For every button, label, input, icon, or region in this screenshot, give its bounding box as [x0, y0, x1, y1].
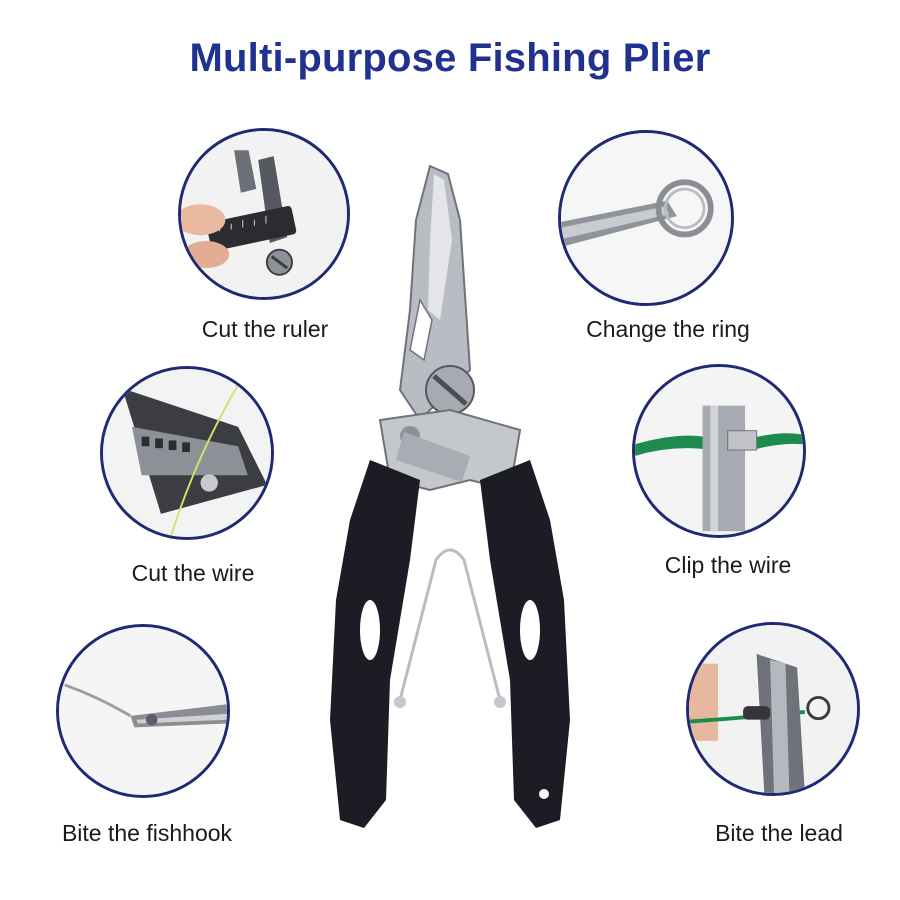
- fishing-plier-image: [300, 160, 600, 840]
- feature-bite-fishhook-label: Bite the fishhook: [61, 820, 233, 846]
- feature-cut-ruler-circle: [178, 128, 350, 300]
- page-title: Multi-purpose Fishing Plier: [189, 36, 711, 80]
- line-cutter-icon: [103, 369, 271, 537]
- feature-bite-lead-circle: [686, 622, 860, 796]
- feature-cut-wire-circle: [100, 366, 274, 540]
- feature-clip-wire-circle: [632, 364, 806, 538]
- fishhook-icon: [59, 627, 227, 795]
- plier-icon: [330, 164, 570, 828]
- feature-clip-wire-label: Clip the wire: [664, 552, 792, 578]
- wire-clip-icon: [635, 367, 803, 535]
- feature-cut-wire-label: Cut the wire: [131, 560, 255, 586]
- feature-change-ring-circle: [558, 130, 734, 306]
- swivel-lead-icon: [689, 625, 857, 793]
- feature-change-ring-label: Change the ring: [586, 316, 750, 342]
- split-ring-icon: [561, 133, 731, 303]
- feature-bite-fishhook-circle: [56, 624, 230, 798]
- feature-cut-ruler-label: Cut the ruler: [201, 316, 329, 342]
- feature-bite-lead-label: Bite the lead: [715, 820, 843, 846]
- ruler-cutter-icon: [181, 131, 347, 297]
